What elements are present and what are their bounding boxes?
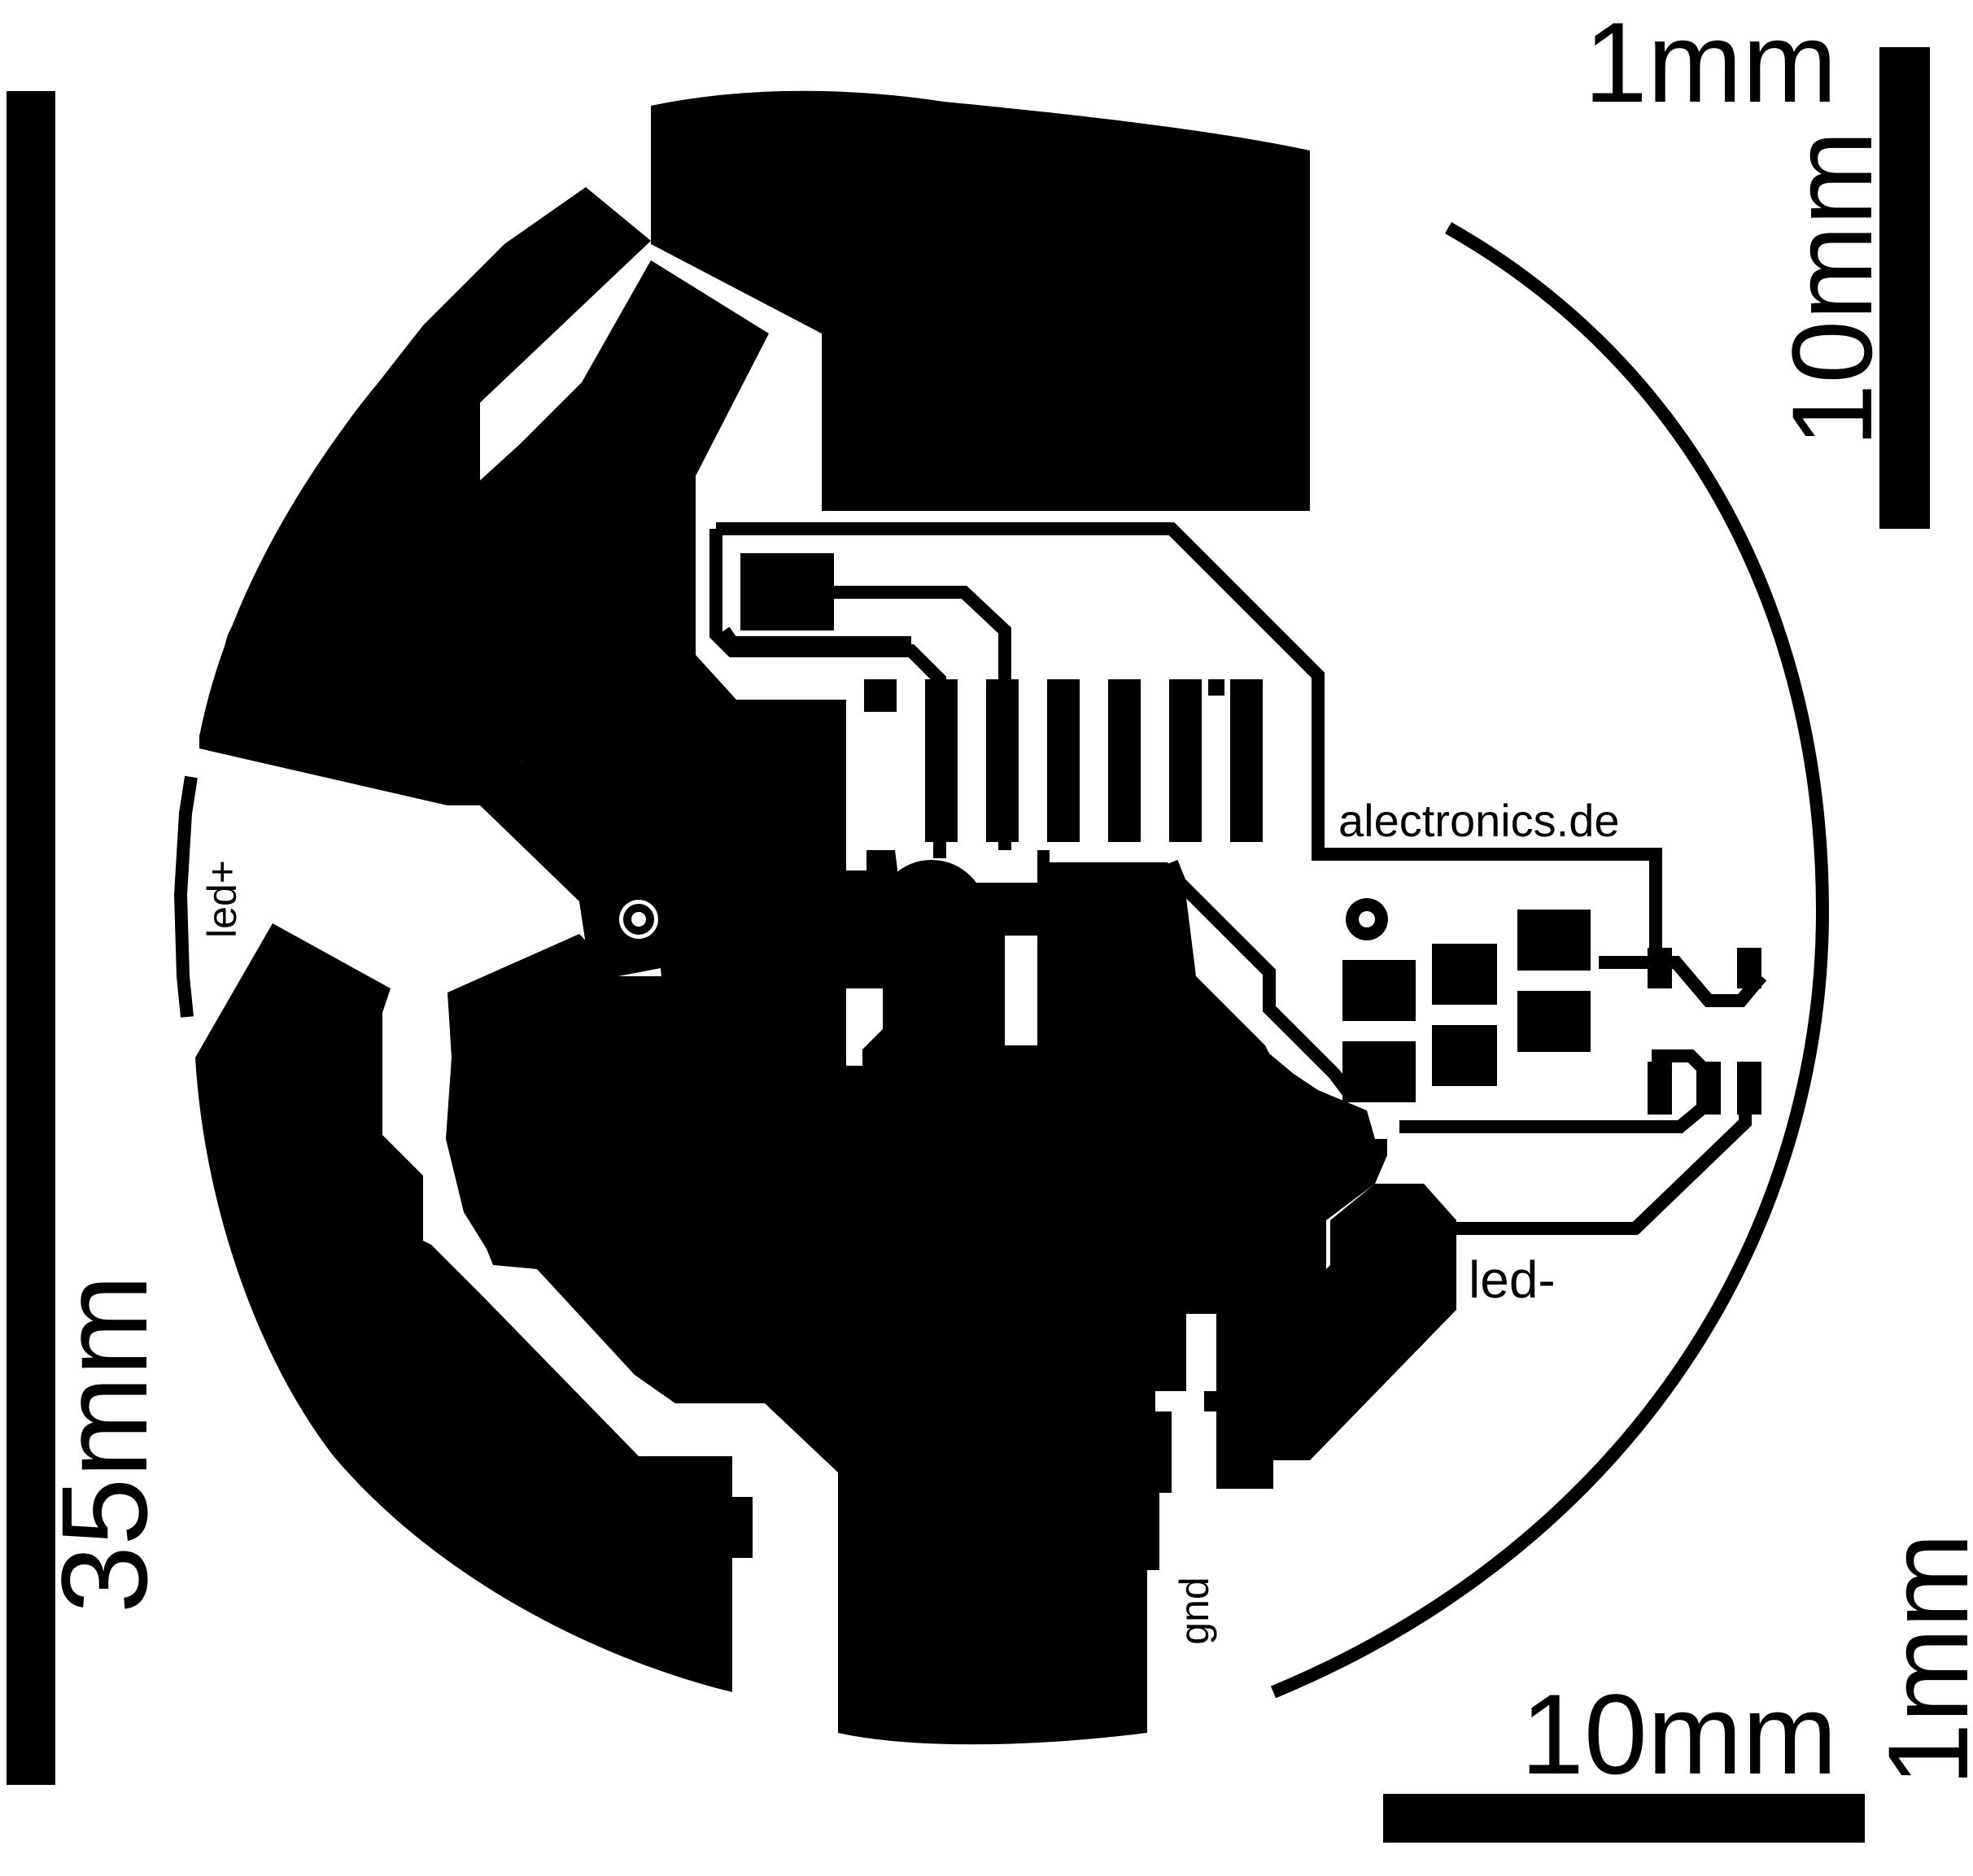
smd-pad-8 <box>1737 948 1761 988</box>
smd-pad-4 <box>1517 991 1591 1052</box>
led-plus-label: led+ <box>199 860 245 938</box>
smd-pad-5 <box>1342 1041 1416 1102</box>
copper-pour-left-upper <box>199 260 899 1066</box>
ic-pin-4 <box>1047 679 1080 842</box>
smd-components <box>1342 910 1761 1115</box>
ic-pin-2 <box>925 679 958 842</box>
copper-pour-lower-left <box>195 923 753 1692</box>
copper-pour-led-minus <box>1204 1184 1456 1489</box>
gnd-label: gnd <box>1172 1577 1217 1644</box>
smd-pad-9 <box>1648 1062 1672 1115</box>
scale-label-right-top: 10mm <box>1768 131 1896 447</box>
scale-label-bottom: 10mm <box>1521 1670 1837 1798</box>
scale-label-right-bottom: 1mm <box>1864 1533 1973 1786</box>
scale-bar-35mm <box>7 91 55 1785</box>
smd-pad-6 <box>1432 1025 1497 1086</box>
website-label: alectronics.de <box>1338 795 1620 846</box>
via-right-hole <box>1359 911 1375 927</box>
ic-pin-7 <box>1230 679 1263 842</box>
scale-bar-right-top <box>1879 47 1930 529</box>
header-pad-top <box>740 553 834 630</box>
vcc-pad <box>876 860 987 971</box>
ic-pin-5 <box>1108 679 1141 842</box>
copper-pour-ground <box>446 850 1387 1745</box>
vcc-label: vcc <box>891 897 936 958</box>
scale-label-top: 1mm <box>1584 0 1837 126</box>
board-outline-arc <box>1270 222 1830 1699</box>
ic-pin-3 <box>986 679 1019 842</box>
vias <box>619 898 1388 940</box>
smd-pad-11 <box>1737 1062 1761 1115</box>
copper-pour-top-right <box>651 90 1310 512</box>
scale-bar-bottom <box>1383 1794 1865 1843</box>
smd-pad-10 <box>1696 1062 1721 1115</box>
ic-pins <box>864 679 1263 842</box>
smd-pad-3 <box>1517 910 1591 971</box>
smd-pad-2 <box>1432 944 1497 1005</box>
ic-pin-1 <box>864 679 897 712</box>
via-left-ring <box>623 904 654 935</box>
smd-pad-1 <box>1342 960 1416 1021</box>
led-minus-label: led- <box>1469 1250 1556 1309</box>
scale-label-35mm: 35mm <box>36 1275 172 1614</box>
ic-pin-6 <box>1169 679 1202 842</box>
ic-pin-8 <box>1208 679 1224 696</box>
smd-pad-7 <box>1648 948 1672 988</box>
